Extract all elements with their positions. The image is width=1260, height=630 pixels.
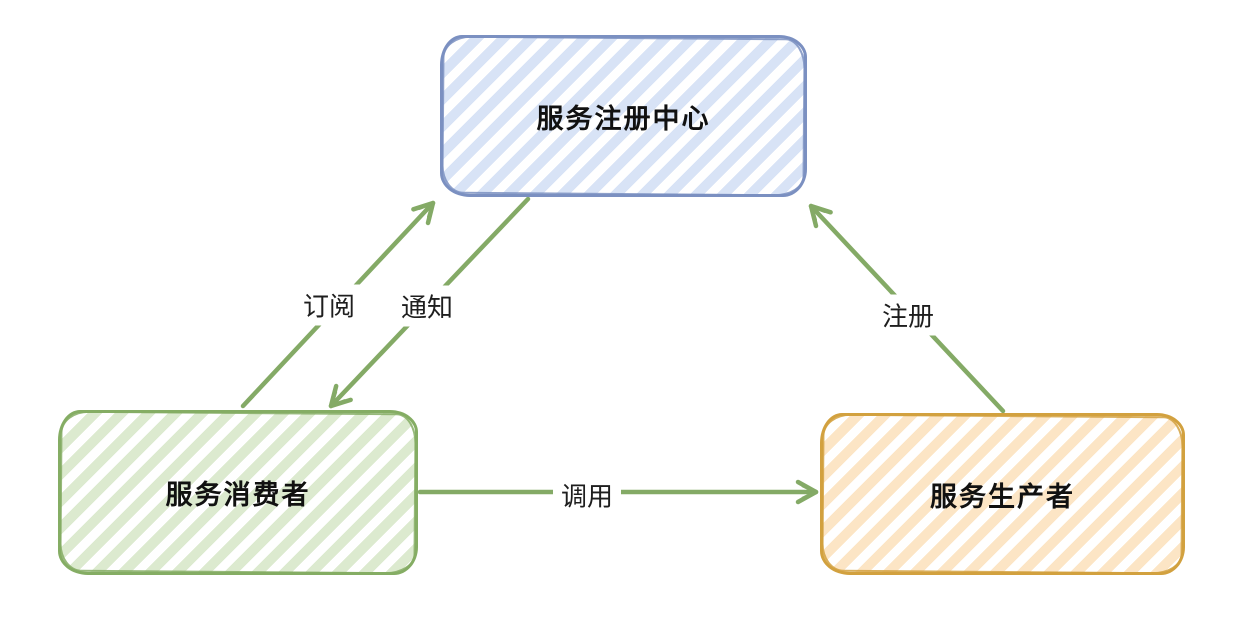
edge-register-label: 注册 xyxy=(873,294,943,336)
node-service-registry-label: 服务注册中心 xyxy=(536,103,711,134)
node-service-producer: 服务生产者 xyxy=(820,413,1185,575)
edge-invoke-label: 调用 xyxy=(552,474,622,516)
edge-subscribe-label: 订阅 xyxy=(294,284,364,326)
node-service-producer-label: 服务生产者 xyxy=(930,481,1075,512)
node-service-consumer: 服务消费者 xyxy=(58,410,418,575)
node-service-registry: 服务注册中心 xyxy=(440,35,807,197)
edge-notify-label: 通知 xyxy=(392,285,462,327)
node-service-consumer-label: 服务消费者 xyxy=(165,480,311,510)
